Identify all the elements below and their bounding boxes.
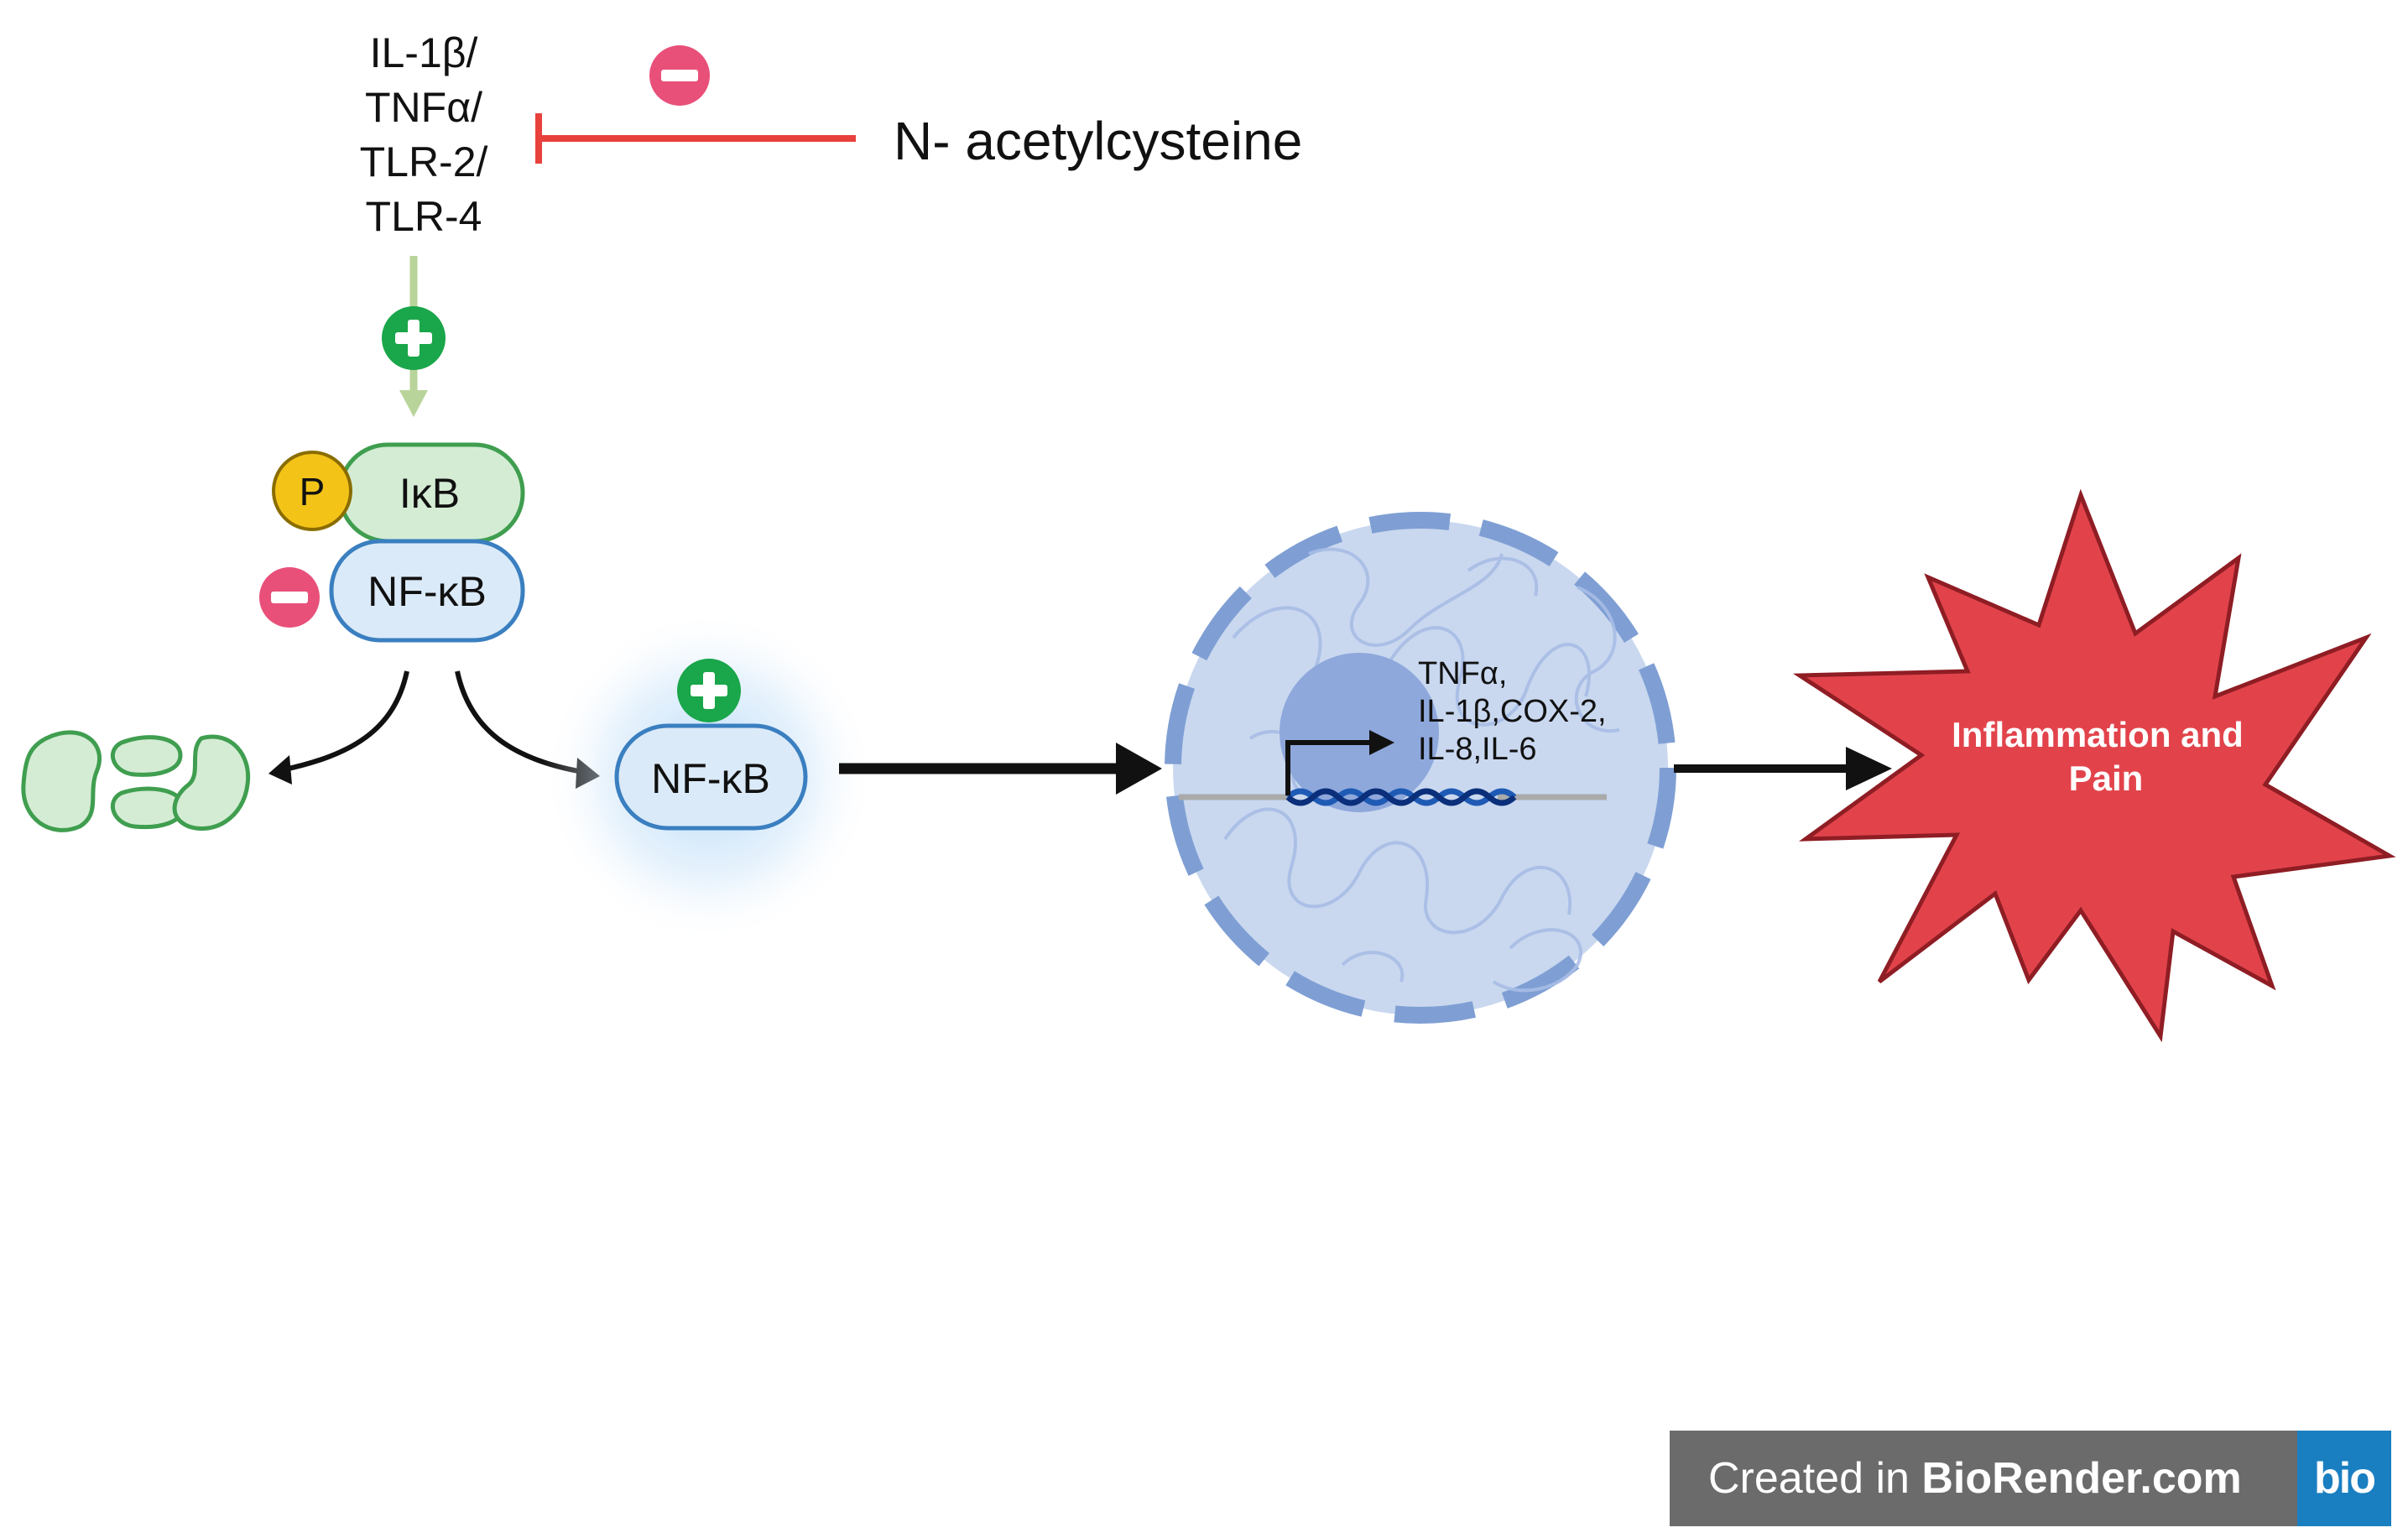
dna-helix [1285, 788, 1517, 806]
badge-text: Created in BioRender.com [1670, 1453, 2297, 1504]
gene-target-line: IL-1β,COX-2, [1418, 694, 1607, 729]
phospho-group [272, 451, 352, 531]
inflammation-starburst [1792, 488, 2396, 1043]
receptor-label-line: TLR-4 [366, 193, 482, 240]
receptor-label-line: TNFα/ [365, 84, 482, 131]
inhibition-arrow [535, 113, 856, 164]
degradation-arrow [280, 670, 409, 773]
outcome-label-line: Pain [2069, 759, 2144, 798]
nfkb-subunit [329, 539, 525, 643]
receptor-label: IL-1β/ TNFα/ TLR-2/ TLR-4 [360, 29, 488, 240]
minus-icon [649, 45, 710, 106]
plus-icon [382, 306, 446, 370]
receptor-label-line: TLR-2/ [360, 138, 488, 185]
nfkb-complex-label: NF-κB [367, 568, 487, 615]
minus-icon [259, 567, 320, 628]
receptor-label-line: IL-1β/ [370, 29, 478, 76]
nfkb-free [614, 723, 808, 831]
nucleolus [1280, 653, 1439, 812]
badge-prefix: Created in [1708, 1454, 1922, 1503]
transcription-start-arrow [1285, 740, 1376, 795]
degraded-ikb-fragments [21, 730, 251, 832]
outcome-label-line: Inflammation and [1952, 715, 2244, 754]
gene-target-line: IL-8,IL-6 [1418, 732, 1537, 767]
transcription-start-arrowhead [1369, 730, 1394, 755]
inhibitor-label: N- acetylcysteine [894, 111, 1302, 171]
badge-brand: BioRender.com [1921, 1454, 2242, 1503]
biorender-logo: bio [2297, 1431, 2391, 1526]
outcome-arrowhead [1846, 747, 1892, 790]
ikb-label: IκB [399, 470, 460, 517]
degradation-arrowhead [268, 755, 292, 785]
ikb-nfkb-complex: IκB P NF-κB [272, 442, 525, 643]
plus-icon [677, 659, 741, 722]
nucleus: TNFα, IL-1β,COX-2, IL-8,IL-6 [1165, 512, 1676, 1024]
biorender-badge: Created in BioRender.com bio [1670, 1431, 2391, 1526]
chromatin [1223, 547, 1620, 993]
gene-target-line: TNFα, [1418, 656, 1507, 691]
nfkb-free-label: NF-κB [651, 755, 770, 802]
phospho-label: P [300, 470, 326, 514]
dna-helix-2 [1285, 788, 1517, 806]
nuclear-entry-arrowhead [1116, 743, 1162, 795]
